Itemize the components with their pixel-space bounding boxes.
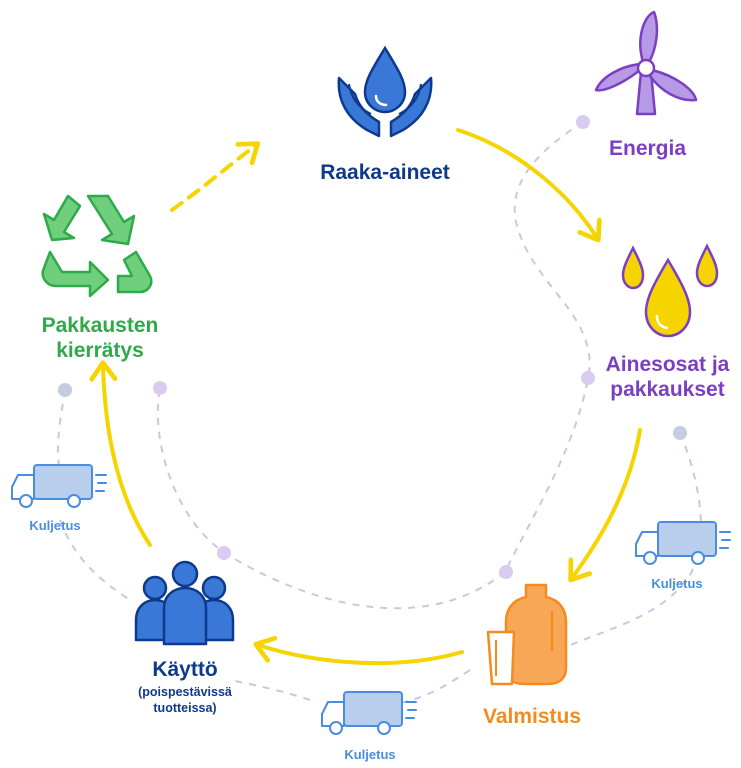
ingredients-label-line1: Ainesosat ja (605, 353, 730, 376)
connector-dots (58, 115, 687, 579)
dot-right-transport (673, 426, 687, 440)
energy-connector (504, 121, 591, 573)
bottom-transport-path (229, 669, 471, 706)
water-drop-hands-icon (337, 45, 433, 138)
recycling-label: Pakkausten kierrätys (20, 313, 180, 363)
people-icon (134, 560, 235, 646)
right-transport-path (559, 432, 702, 651)
oil-drops-icon (621, 243, 719, 338)
wind-turbine-icon (594, 10, 698, 116)
transport-label-bottom: Kuljetus (344, 747, 396, 762)
recycling-label-line1: Pakkausten (41, 314, 159, 337)
left-transport-path (56, 389, 131, 601)
dot-ingredients (581, 371, 595, 385)
manufacturing-label: Valmistus (482, 705, 582, 728)
dot-energy (576, 115, 590, 129)
inner-dashed-arc (156, 387, 506, 610)
dot-recycling-inner (153, 381, 167, 395)
delivery-truck-icon (11, 464, 107, 508)
use-sublabel: (poispestävissä tuotteissa) (110, 685, 260, 716)
transport-label-left: Kuljetus (29, 518, 81, 533)
bottles-icon (486, 583, 568, 686)
arrow-manufacturing-to-use (253, 635, 464, 666)
cycle-arrows (89, 128, 642, 666)
arrow-ingredients-to-manufacturing (568, 428, 642, 583)
arrow-raw-to-ingredients (456, 128, 602, 243)
transport-label-right: Kuljetus (651, 576, 703, 591)
use-sub-line1: (poispestävissä (138, 685, 232, 699)
recycle-icon (41, 194, 153, 298)
arrow-use-to-recycling (89, 360, 152, 547)
dashed-connections (56, 121, 702, 706)
raw-materials-label: Raaka-aineet (320, 161, 450, 184)
use-title: Käyttö (152, 658, 218, 681)
recycling-label-line2: kierrätys (56, 339, 144, 363)
dot-manufacturing (499, 565, 513, 579)
dot-left-transport (58, 383, 72, 397)
ingredients-label-line2: pakkaukset (610, 378, 725, 402)
arrow-recycling-to-raw (170, 141, 261, 212)
ingredients-label: Ainesosat ja pakkaukset (595, 352, 740, 402)
use-sub-line2: tuotteissa) (153, 700, 217, 715)
dot-use (217, 546, 231, 560)
delivery-truck-icon (635, 521, 731, 565)
energy-label: Energia (608, 137, 687, 160)
use-label: Käyttö (115, 657, 255, 682)
delivery-truck-icon (321, 691, 417, 735)
